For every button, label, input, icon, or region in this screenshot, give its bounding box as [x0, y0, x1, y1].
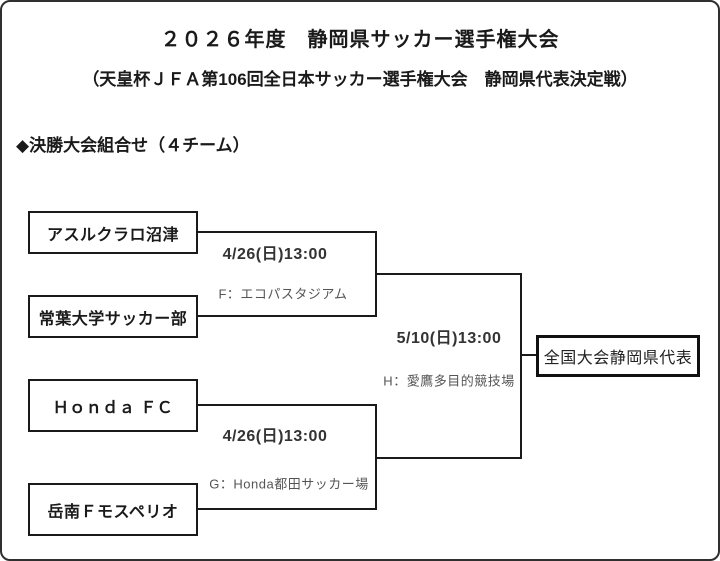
bracket-line-semifinal-f-winner	[375, 273, 522, 275]
team-name: 岳南Ｆモスペリオ	[47, 503, 179, 521]
bracket-line-team3	[198, 404, 377, 406]
team-box-gakunan-f-mosperio: 岳南Ｆモスペリオ	[28, 483, 198, 536]
team-name: Ｈｏｎｄａ ＦＣ	[52, 399, 174, 417]
bracket-merge-final	[520, 273, 522, 459]
semifinal-f-datetime: 4/26(日)13:00	[222, 246, 328, 263]
page-subtitle: （天皇杯ＪＦＡ第106回全日本サッカー選手権大会 静岡県代表決定戦）	[82, 70, 638, 89]
team-name: アスルクラロ沼津	[46, 226, 179, 244]
bracket-line-champion	[520, 354, 536, 356]
team-box-azul-claro-numazu: アスルクラロ沼津	[28, 211, 198, 254]
final-h-datetime: 5/10(日)13:00	[396, 330, 502, 347]
team-name: 常葉大学サッカー部	[38, 310, 188, 328]
bracket-line-team1	[198, 231, 377, 233]
page-title: ２０２６年度 静岡県サッカー選手権大会	[160, 29, 560, 51]
section-heading: ◆決勝大会組合せ（４チーム）	[16, 136, 250, 155]
final-h-venue: H：愛鷹多目的競技場	[383, 373, 515, 389]
champion-label: 全国大会静岡県代表	[543, 350, 693, 367]
champion-box: 全国大会静岡県代表	[536, 335, 700, 377]
semifinal-g-datetime: 4/26(日)13:00	[222, 428, 328, 445]
bracket-line-team4	[198, 508, 377, 510]
semifinal-f-venue: F：エコパスタジアム	[218, 286, 348, 302]
bracket-line-team2	[198, 315, 377, 317]
bracket-line-semifinal-g-winner	[375, 457, 522, 459]
team-box-tokoha-university: 常葉大学サッカー部	[28, 295, 198, 338]
team-box-honda-fc: Ｈｏｎｄａ ＦＣ	[28, 379, 198, 432]
semifinal-g-venue: G：Honda都田サッカー場	[209, 476, 369, 492]
